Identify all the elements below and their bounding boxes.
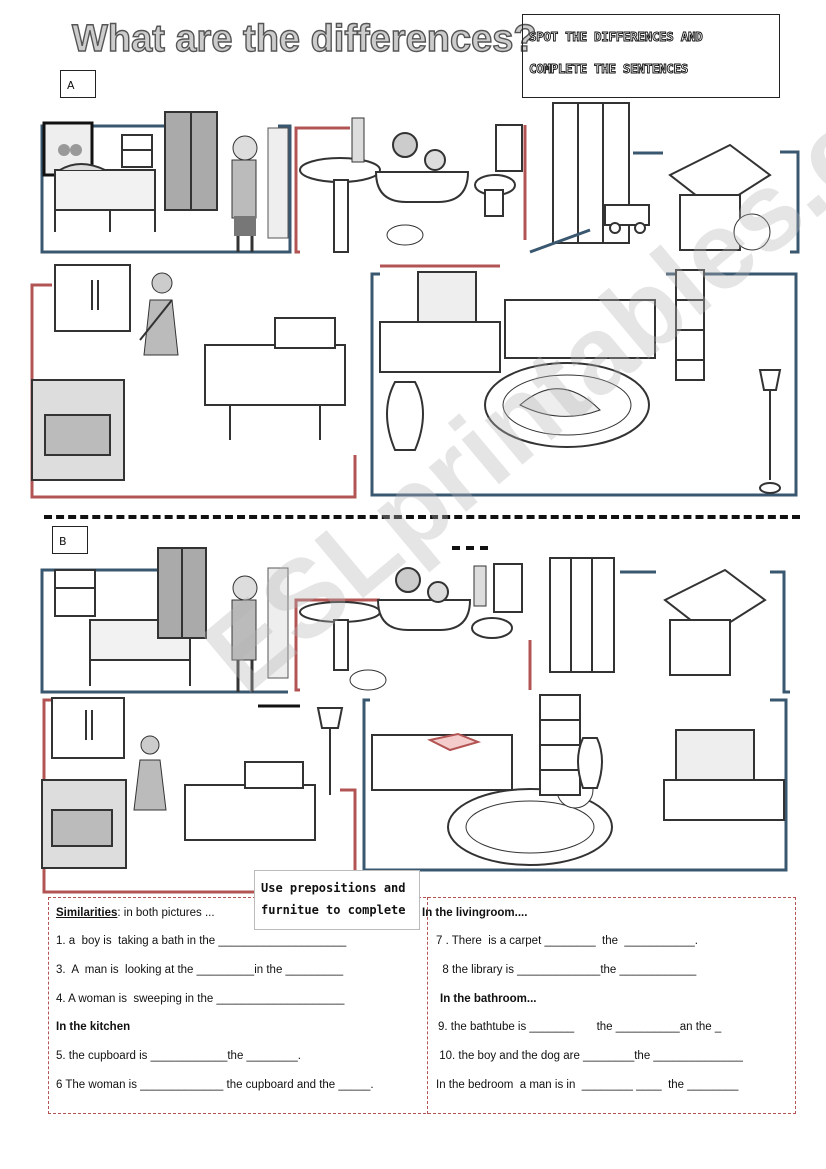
instruction-line-2: COMPLETE THE SENTENCES [529,61,689,77]
questions-divider [427,897,428,1114]
night-table-a [121,134,153,168]
vase-a [386,381,424,451]
cupboard-a [54,264,131,332]
picture-b-illustration [40,547,790,894]
livingroom-a-frame [370,272,798,497]
mirror-a [267,127,289,239]
section-divider [44,515,800,519]
floor-lamp-a [758,369,782,494]
question-5: 5. the cupboard is ____________the _____… [56,1050,301,1062]
divider-fragment [452,546,488,550]
bookcase-b [539,694,581,796]
bathtub-a [374,132,470,203]
bookcase-a [675,269,705,381]
tip-line-1: Use prepositions and [261,881,406,895]
question-6: 6 The woman is _____________ the cupboar… [56,1079,374,1091]
dining-table-b [184,761,316,841]
tall-wardrobe-b [549,557,615,673]
bathroom-heading: In the bathroom... [440,993,537,1005]
tip-line-2: furnitue to complete [261,903,406,917]
bedroom-question: In the bedroom a man is in ________ ____… [436,1079,739,1091]
picture-a-label: A [60,70,96,98]
bed-b2 [663,568,767,676]
vase-b [577,737,603,789]
picture-b-label: B [52,526,88,554]
question-10: 10. the boy and the dog are ________the … [436,1050,743,1062]
soap-a [386,224,424,246]
shampoo-b [473,565,487,607]
question-8: 8 the library is _____________the ______… [436,964,697,976]
kitchen-heading: In the kitchen [56,1021,131,1033]
question-9: 9. the bathtube is _______ the _________… [438,1021,722,1033]
floor-lamp-b [316,707,344,795]
instructions-box: SPOT THE DIFFERENCES AND COMPLETE THE SE… [522,14,780,98]
bed-a [54,163,156,232]
bed-b-corner [668,143,772,251]
tv-unit-a [379,271,501,373]
question-4: 4. A woman is sweeping in the __________… [56,993,345,1005]
man-a [231,135,258,252]
sofa-a [504,299,656,359]
night-table-b [54,569,96,617]
toilet-b [471,563,523,639]
question-7: 7 . There is a carpet ________ the _____… [436,935,698,947]
tip-box: Use prepositions and furnitue to complet… [254,870,420,930]
toilet-a [474,124,523,217]
toy-truck-a [604,204,650,234]
tv-unit-b [663,729,785,821]
shampoo-a [351,117,365,163]
wardrobe-a [164,111,218,211]
wardrobe-b [157,547,207,639]
stove-b [41,779,127,869]
questions-box [48,897,796,1114]
woman-a [139,272,179,356]
picture-a-illustration [30,102,800,499]
stove-a [31,379,125,481]
question-3: 3. A man is looking at the _________in t… [56,964,344,976]
woman-b [133,735,167,811]
sink-a [299,157,381,253]
instruction-line-1: SPOT THE DIFFERENCES AND [529,29,704,45]
man-b [231,575,258,692]
cupboard-b [51,697,125,759]
question-1: 1. a boy is taking a bath in the _______… [56,935,347,947]
similarities-rest: : in both pictures ... [117,907,215,919]
soap-b [349,669,387,691]
similarities-label: Similarities [56,907,118,919]
sofa-b [371,732,513,791]
mirror-b [267,567,289,679]
sink-b [299,601,381,671]
similarities-line: Similarities: in both pictures ... [56,907,215,919]
page-title: What are the differences? [71,17,537,60]
cat-a [519,388,601,417]
kitchen-a-frame [30,283,357,499]
dining-table-a [204,317,346,440]
ball-a [733,213,771,251]
livingroom-heading: In the livingroom.... [422,907,528,919]
bathtub-b [376,567,472,631]
